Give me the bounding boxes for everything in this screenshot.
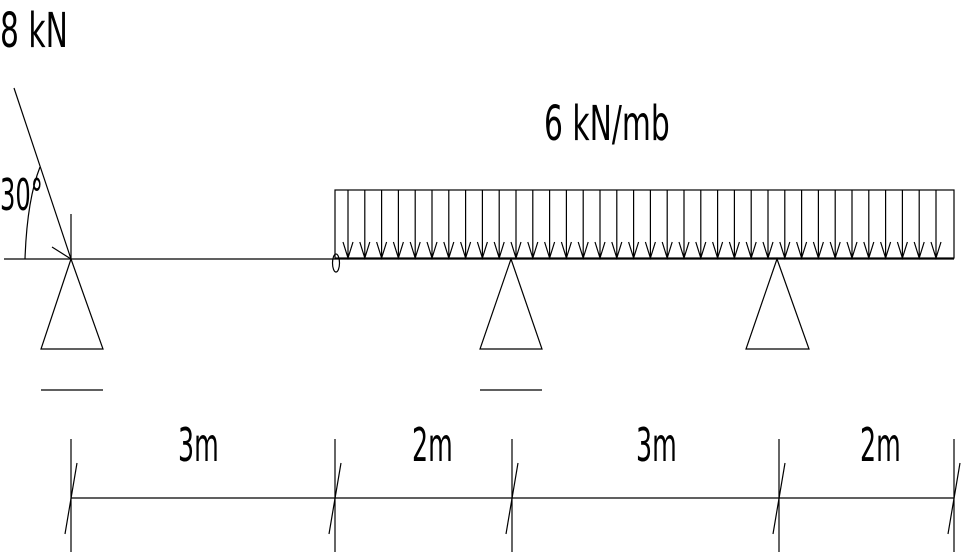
load-arrow xyxy=(443,190,455,261)
dimension-label-4: 2m xyxy=(860,419,901,472)
load-arrow xyxy=(460,190,472,261)
load-arrow xyxy=(611,190,623,261)
dimension-label-3: 3m xyxy=(636,419,677,472)
distributed-load-box xyxy=(334,189,955,259)
load-arrow xyxy=(796,190,808,261)
dimension-tick xyxy=(505,462,519,535)
load-arrow xyxy=(628,190,640,261)
load-arrow xyxy=(863,190,875,261)
load-arrow xyxy=(712,190,724,261)
load-arrow xyxy=(762,190,774,261)
load-arrow xyxy=(510,190,522,261)
load-arrow xyxy=(426,190,438,261)
load-arrow xyxy=(594,190,606,261)
dimension-tick xyxy=(772,462,786,535)
dimension-tick xyxy=(328,462,342,535)
support-pin-a xyxy=(40,257,104,350)
load-arrow xyxy=(644,190,656,261)
load-arrow xyxy=(392,190,404,261)
load-arrow xyxy=(846,190,858,261)
load-arrow xyxy=(661,190,673,261)
point-load-arrow xyxy=(13,87,72,260)
load-arrow xyxy=(812,190,824,261)
load-arrow xyxy=(896,190,908,261)
load-arrow xyxy=(930,190,942,261)
load-arrow xyxy=(829,190,841,261)
distributed-load-label: 6 kN/mb xyxy=(544,97,670,152)
internal-hinge xyxy=(331,253,341,273)
load-arrow xyxy=(409,190,421,261)
distributed-load-arrows xyxy=(342,190,942,261)
load-arrow xyxy=(493,190,505,261)
dimension-label-1: 3m xyxy=(178,419,219,472)
load-arrow xyxy=(527,190,539,261)
load-arrow xyxy=(560,190,572,261)
support-pin-b xyxy=(479,257,543,350)
load-arrow xyxy=(376,190,388,261)
load-arrow xyxy=(880,190,892,261)
load-arrow xyxy=(544,190,556,261)
load-arrow xyxy=(745,190,757,261)
load-arrow xyxy=(577,190,589,261)
load-arrow xyxy=(695,190,707,261)
angle-label: 30° xyxy=(0,170,43,221)
load-arrow xyxy=(779,190,791,261)
dimension-tick xyxy=(947,462,961,535)
load-arrow xyxy=(728,190,740,261)
dimension-label-2: 2m xyxy=(412,419,453,472)
load-arrow xyxy=(359,190,371,261)
point-load-label: 8 kN xyxy=(0,4,68,59)
dimension-ticks xyxy=(64,439,961,552)
angle-arc xyxy=(24,166,41,260)
load-arrow xyxy=(678,190,690,261)
load-arrow xyxy=(913,190,925,261)
support-roller-c xyxy=(745,257,810,350)
load-arrow xyxy=(342,190,354,261)
dimension-tick xyxy=(64,462,78,535)
load-arrow xyxy=(476,190,488,261)
